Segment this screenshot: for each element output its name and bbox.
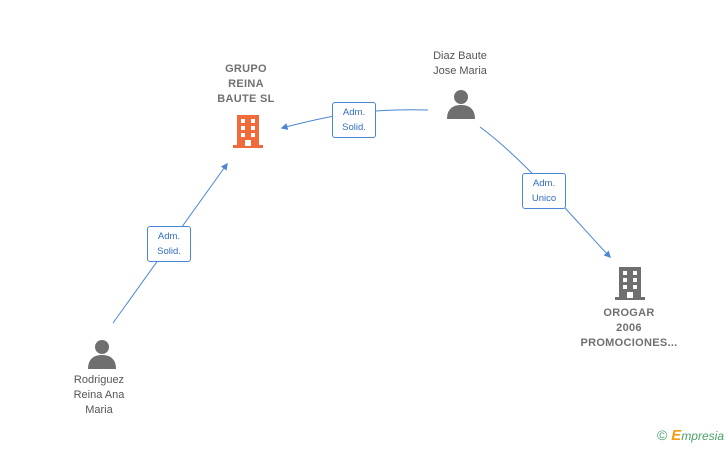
company-name-orogar: OROGAR 2006 PROMOCIONES... xyxy=(580,307,678,349)
person-node-rodriguez-reina[interactable]: Rodriguez Reina Ana Maria xyxy=(49,373,149,418)
person-icon xyxy=(87,339,117,374)
building-icon xyxy=(232,113,264,154)
person-icon xyxy=(446,89,476,124)
person-node-diaz-baute[interactable]: Diaz Baute Jose Maria xyxy=(410,49,510,79)
company-node-orogar[interactable]: OROGAR 2006 PROMOCIONES... xyxy=(568,306,690,351)
person-name-rodriguez-reina: Rodriguez Reina Ana Maria xyxy=(73,374,125,416)
brand-initial: E xyxy=(671,427,682,444)
person-name-diaz-baute: Diaz Baute Jose Maria xyxy=(433,50,487,77)
edge-label-diaz-grupo: Adm. Solid. xyxy=(332,102,376,138)
company-node-grupo-reina-baute[interactable]: GRUPO REINA BAUTE SL xyxy=(196,62,296,107)
copyright-symbol: © xyxy=(656,427,668,443)
company-name-grupo-reina-baute: GRUPO REINA BAUTE SL xyxy=(217,63,275,105)
empresia-logo: ©Empresia xyxy=(657,427,724,444)
edge-label-diaz-orogar: Adm. Unico xyxy=(522,173,566,209)
edge-label-rodriguez-grupo: Adm. Solid. xyxy=(147,226,191,262)
building-icon xyxy=(614,265,646,306)
brand-name: mpresia xyxy=(681,429,724,443)
